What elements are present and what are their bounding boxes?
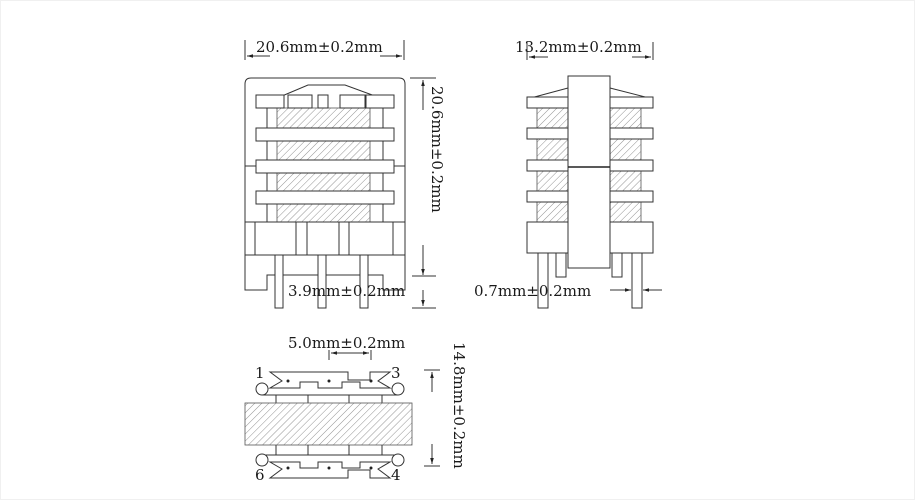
front-height-label: 20.6mm±0.2mm	[428, 86, 446, 213]
pin-pitch-label: 5.0mm±0.2mm	[288, 334, 405, 352]
pin-number-1: 1	[255, 364, 265, 382]
bottom-view: 5.0mm±0.2mm 1 3 6 4	[244, 334, 468, 484]
front-view: 20.6mm±0.2mm	[244, 38, 446, 309]
pin-number-4: 4	[391, 466, 401, 484]
side-view: 13.2mm±0.2mm 0.7mm±0.2mm	[474, 38, 662, 309]
side-width-label: 13.2mm±0.2mm	[515, 38, 642, 56]
front-width-label: 20.6mm±0.2mm	[256, 38, 383, 56]
pin-number-6: 6	[255, 466, 265, 484]
pin-length-label: 3.9mm±0.2mm	[288, 282, 405, 300]
pin-number-3: 3	[391, 364, 401, 382]
pin-diameter-label: 0.7mm±0.2mm	[474, 282, 591, 300]
row-spacing-label: 14.8mm±0.2mm	[450, 342, 468, 469]
